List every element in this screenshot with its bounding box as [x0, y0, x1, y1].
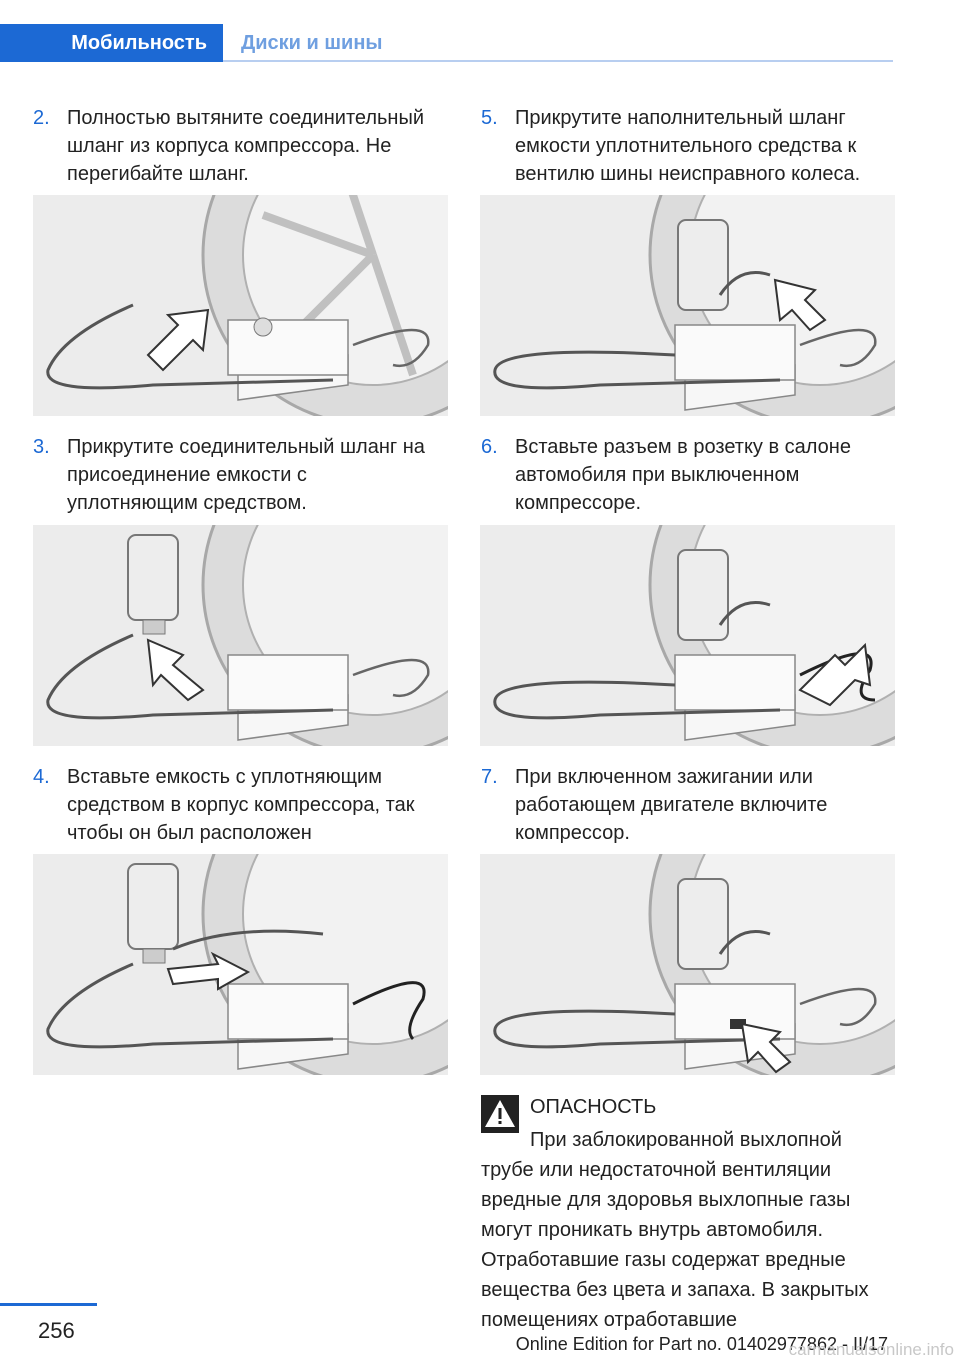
step-5: 5. Прикрутите наполнительный шланг емкос…	[481, 104, 881, 188]
step-number: 3.	[33, 436, 50, 458]
step-text: Полностью вытяните соединительный шланг …	[67, 107, 425, 185]
step-text: Вставьте разъем в розетку в салоне автом…	[515, 436, 851, 514]
watermark: carmanualsonline.info	[788, 1340, 954, 1359]
step-number: 4.	[33, 766, 50, 788]
step-number: 2.	[33, 107, 50, 129]
edition-info: Online Edition for Part no. 01402977862 …	[515, 1334, 888, 1354]
figure-insert-bottle	[33, 854, 448, 1075]
figure-extend-hose	[33, 195, 448, 416]
page-number: 256	[38, 1318, 75, 1343]
tab-mobility[interactable]: Мобильность	[0, 24, 223, 62]
step-7: 7. При включенном зажигании или работающ…	[481, 763, 881, 847]
step-text: Прикрутите соединительный шланг на присо…	[67, 436, 425, 514]
warning-body: При заблокированной выхлопной трубе или …	[481, 1129, 869, 1331]
step-number: 5.	[481, 107, 498, 129]
step-number: 7.	[481, 766, 498, 788]
figure-attach-to-valve	[480, 195, 895, 416]
step-number: 6.	[481, 436, 498, 458]
tab-wheels-tires[interactable]: Диски и шины	[241, 31, 383, 54]
header: Мобильность Диски и шины	[0, 0, 893, 64]
step-3: 3. Прикрутите соединительный шланг на пр…	[33, 433, 433, 517]
figure-plug-in-socket	[480, 525, 895, 746]
step-6: 6. Вставьте разъем в розетку в салоне ав…	[481, 433, 881, 517]
page-number-rule	[0, 1303, 97, 1306]
figure-switch-on-compressor	[480, 854, 895, 1075]
header-divider	[223, 60, 893, 62]
warning-triangle-icon	[481, 1095, 519, 1133]
figure-attach-hose-to-bottle	[33, 525, 448, 746]
step-text: Прикрутите наполнительный шланг емкости …	[515, 107, 861, 185]
warning-title: ОПАСНОСТЬ	[530, 1096, 657, 1118]
step-text: При включенном зажигании или работающем …	[515, 766, 828, 844]
step-2: 2. Полностью вытяните соединительный шла…	[33, 104, 433, 188]
